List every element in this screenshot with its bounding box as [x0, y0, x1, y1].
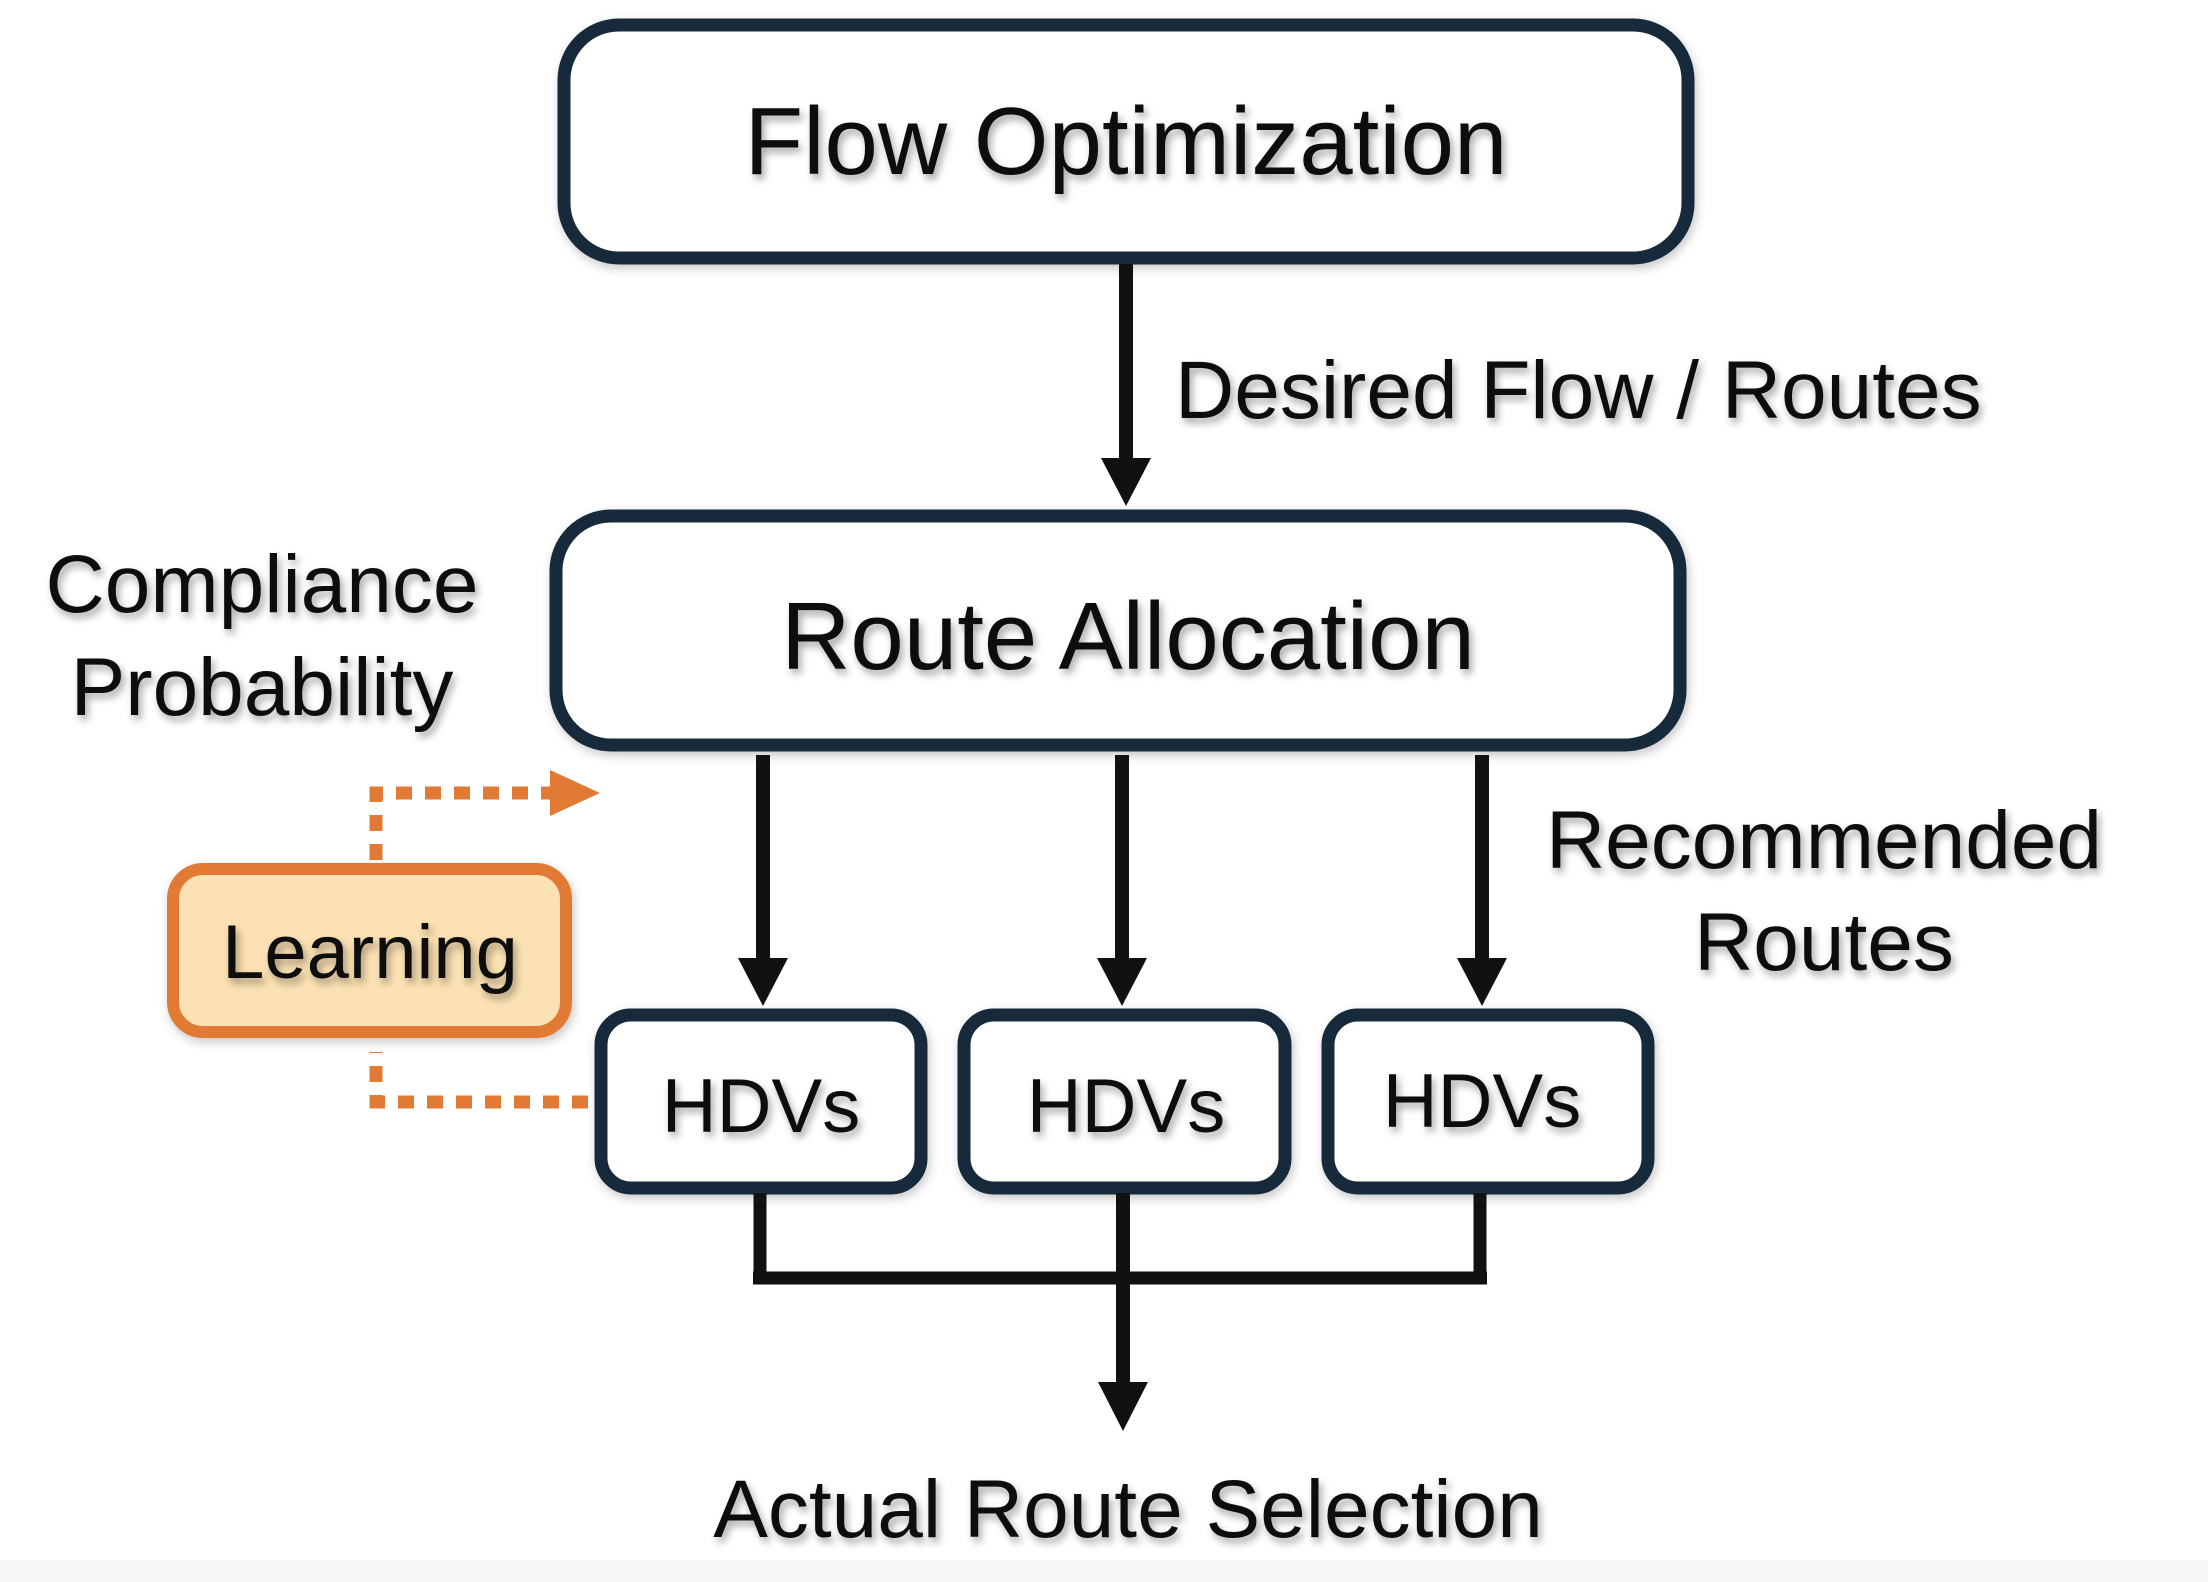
actual-route-selection-label: Actual Route Selection [713, 1464, 1543, 1555]
hdv-box-3 [1321, 1008, 1655, 1195]
arrow-route-to-hdv-3 [1457, 755, 1507, 1006]
dotted-arrow-learning-to-route-allocation [369, 770, 600, 860]
recommended-routes-label-line2: Routes [1694, 897, 1954, 988]
flow-optimization-box [557, 18, 1695, 265]
arrow-to-actual-selection [1098, 1193, 1148, 1431]
bottom-band [0, 1560, 2208, 1582]
hdv-box-1 [594, 1008, 928, 1195]
arrow-flow-to-route-allocation [1101, 264, 1151, 506]
learning-box [167, 863, 572, 1038]
hdv-label-1: HDVs [662, 1064, 860, 1149]
learning-label: Learning [222, 910, 518, 995]
arrow-route-to-hdv-2 [1097, 755, 1147, 1006]
hdv-label-3: HDVs [1383, 1059, 1581, 1144]
recommended-routes-label-line1: Recommended [1546, 795, 2102, 886]
route-allocation-label: Route Allocation [781, 583, 1475, 690]
arrow-route-to-hdv-1 [738, 755, 788, 1006]
flow-optimization-label: Flow Optimization [745, 88, 1508, 195]
compliance-probability-label-line2: Probability [71, 642, 454, 733]
hdv-label-2: HDVs [1027, 1064, 1225, 1149]
dotted-loop-hdv-to-learning [369, 1052, 588, 1109]
desired-flow-label: Desired Flow / Routes [1175, 345, 1982, 436]
compliance-probability-label-line1: Compliance [46, 539, 479, 630]
route-allocation-box [549, 509, 1687, 752]
hdv-box-2 [957, 1008, 1292, 1195]
